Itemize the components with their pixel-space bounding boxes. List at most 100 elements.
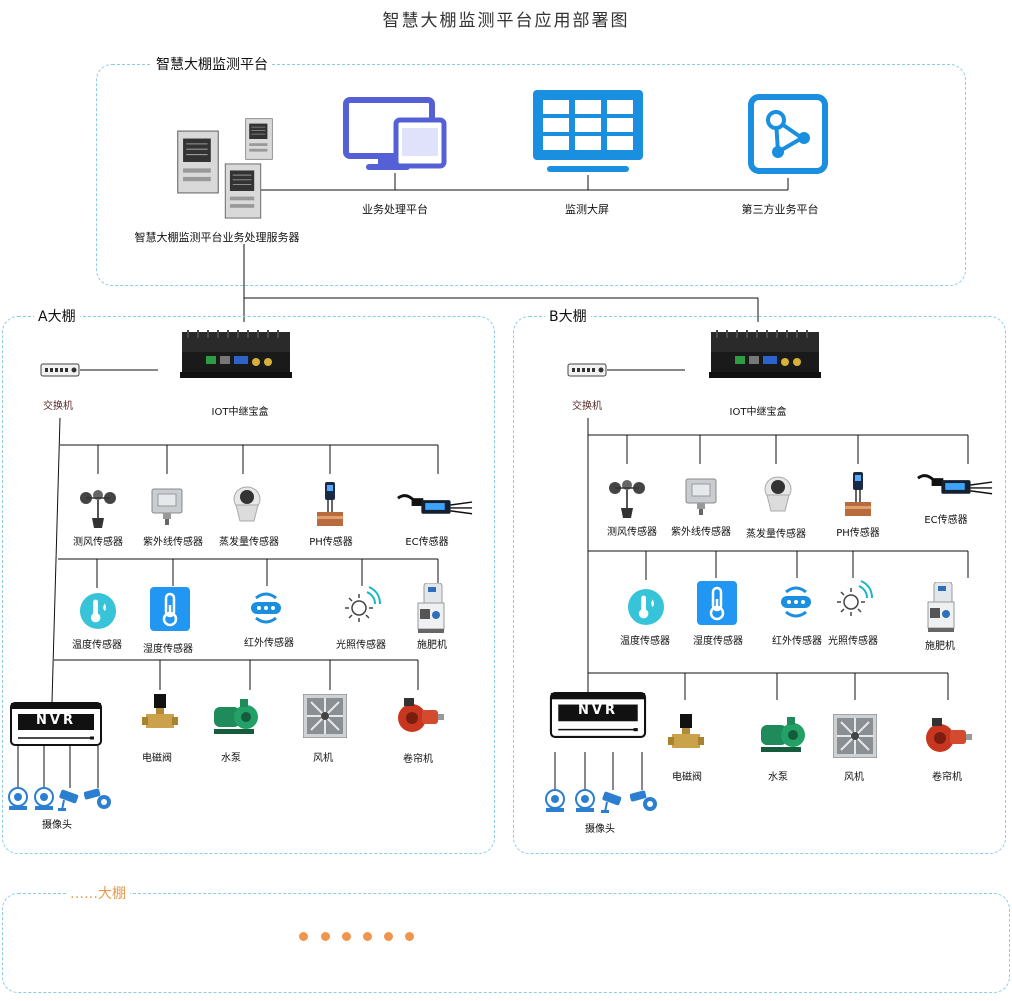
ph-sensor-icon: [843, 472, 873, 516]
solenoid-valve-icon: [142, 694, 178, 734]
sensor-label: PH传感器: [309, 537, 353, 548]
ellipsis-dot: [342, 932, 351, 941]
fertilizer-machine-icon: [416, 583, 446, 633]
fan-icon: [303, 694, 347, 738]
sensor-label: 红外传感器: [772, 636, 822, 647]
sensor-label: 红外传感器: [244, 638, 294, 649]
switch-label: 交换机: [43, 401, 73, 412]
server-icon: [244, 118, 274, 160]
camera-icon: [58, 786, 86, 812]
more-greenhouses-title: ……大棚: [66, 883, 130, 903]
thermometer-icon: [149, 587, 191, 631]
sensor-label: 测风传感器: [73, 537, 123, 548]
fan-icon: [833, 714, 877, 758]
roller-motor-icon: [394, 696, 444, 736]
sensor-label: 紫外线传感器: [671, 527, 731, 538]
anemometer-icon: [607, 478, 647, 518]
infrared-icon: [246, 590, 286, 626]
ellipsis-dot: [363, 932, 372, 941]
camera-icon: [6, 786, 30, 812]
iot-box-label: IOT中继宝盒: [729, 407, 787, 418]
sensor-label: 施肥机: [417, 640, 447, 651]
sensor-label: 紫外线传感器: [143, 537, 203, 548]
sensor-label: 光照传感器: [336, 640, 386, 651]
greenhouse-b-title: B大棚: [545, 306, 591, 326]
camera-label: 摄像头: [42, 820, 72, 831]
platform-title: 智慧大棚监测平台: [152, 54, 272, 74]
switch-label: 交换机: [572, 401, 602, 412]
sensor-label: 测风传感器: [607, 527, 657, 538]
sensor-label: 施肥机: [925, 641, 955, 652]
camera-label: 摄像头: [585, 824, 615, 835]
share-icon: [748, 94, 828, 174]
platform-panel: [96, 64, 966, 286]
thermometer-icon: [696, 581, 738, 625]
water-pump-icon: [757, 715, 807, 755]
actuator-label: 电磁阀: [672, 772, 702, 783]
client-label-third-party: 第三方业务平台: [741, 203, 819, 216]
camera-icon: [84, 786, 112, 812]
server-icon: [224, 163, 262, 219]
client-label-business: 业务处理平台: [362, 203, 428, 216]
light-icon: [832, 580, 874, 620]
roller-motor-icon: [922, 716, 972, 756]
sensor-label: 湿度传感器: [143, 644, 193, 655]
actuator-label: 卷帘机: [932, 772, 962, 783]
infrared-icon: [776, 584, 816, 620]
ellipsis-dot: [321, 932, 330, 941]
sensor-label: 光照传感器: [828, 636, 878, 647]
sensor-label: EC传感器: [405, 537, 449, 548]
actuator-label: 电磁阀: [142, 753, 172, 764]
sensor-label: EC传感器: [924, 515, 968, 526]
ph-sensor-icon: [315, 482, 345, 526]
iot-box-icon: [709, 324, 821, 380]
server-icon: [176, 130, 220, 194]
ellipsis-dot: [405, 932, 414, 941]
server-label: 智慧大棚监测平台业务处理服务器: [134, 231, 300, 244]
camera-icon: [573, 788, 597, 814]
camera-icon: [543, 788, 567, 814]
nvr-text: NVR: [578, 703, 618, 718]
actuator-label: 风机: [844, 772, 864, 783]
switch-icon: [567, 363, 607, 377]
thermometer-drop-icon: [79, 592, 117, 630]
ec-sensor-icon: [396, 490, 474, 520]
ec-sensor-icon: [916, 470, 994, 500]
monitor-icon: [343, 97, 447, 170]
page-title: 智慧大棚监测平台应用部署图: [382, 11, 630, 31]
anemometer-icon: [78, 488, 118, 528]
evaporation-sensor-icon: [761, 475, 795, 515]
sensor-label: 湿度传感器: [693, 636, 743, 647]
sensor-label: 温度传感器: [620, 636, 670, 647]
water-pump-icon: [210, 697, 260, 737]
actuator-label: 水泵: [221, 753, 241, 764]
sensor-label: 温度传感器: [72, 640, 122, 651]
uv-sensor-icon: [149, 485, 185, 525]
sensor-label: 蒸发量传感器: [746, 529, 806, 540]
greenhouse-a-panel: [2, 316, 495, 854]
client-label-screen: 监测大屏: [565, 203, 609, 216]
ellipsis-dot: [299, 932, 308, 941]
sensor-label: 蒸发量传感器: [219, 537, 279, 548]
ellipsis-dot: [384, 932, 393, 941]
iot-box-icon: [180, 324, 292, 380]
sensor-label: PH传感器: [836, 528, 880, 539]
camera-icon: [32, 786, 56, 812]
switch-icon: [40, 363, 80, 377]
camera-icon: [630, 788, 658, 814]
evaporation-sensor-icon: [230, 485, 264, 525]
uv-sensor-icon: [683, 475, 719, 515]
light-icon: [340, 586, 382, 626]
camera-icon: [601, 788, 629, 814]
solenoid-valve-icon: [668, 714, 704, 754]
iot-box-label: IOT中继宝盒: [211, 407, 269, 418]
actuator-label: 风机: [313, 753, 333, 764]
fertilizer-machine-icon: [926, 582, 956, 632]
dashboard-screen-icon: [533, 90, 643, 172]
greenhouse-b-panel: [513, 316, 1006, 854]
greenhouse-a-title: A大棚: [34, 306, 80, 326]
actuator-label: 水泵: [768, 772, 788, 783]
actuator-label: 卷帘机: [403, 754, 433, 765]
thermometer-drop-icon: [627, 588, 665, 626]
